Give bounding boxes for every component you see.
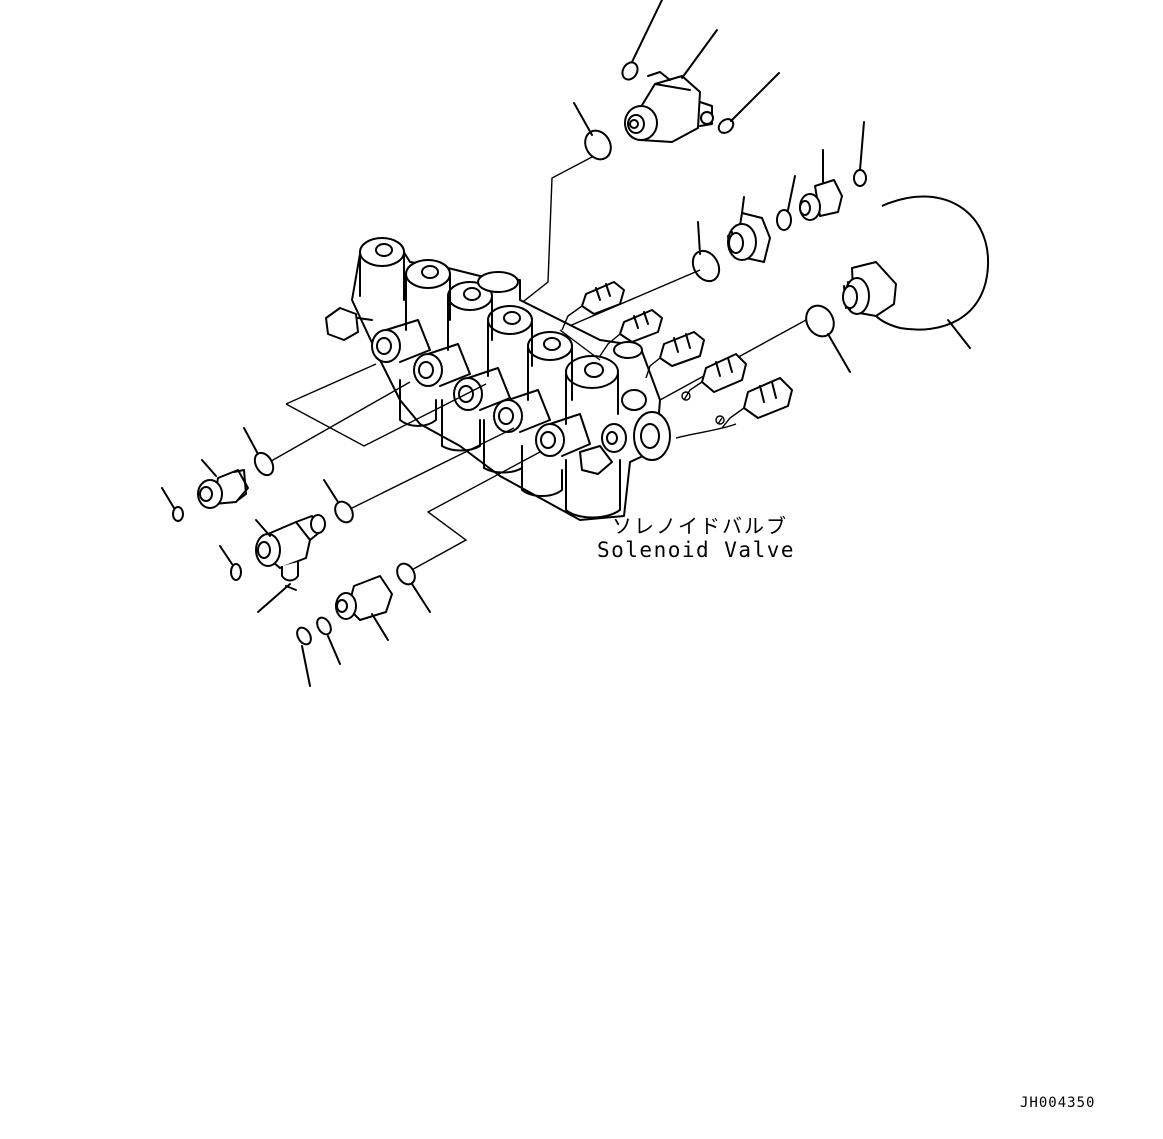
connector-3 [645,331,705,379]
connector-4 [681,353,747,401]
connector-5 [675,377,793,439]
elbow-fitting [255,514,326,582]
solenoid-valve-label-jp: ソレノイドバルブ [612,514,788,538]
o-ring-right-top [853,121,867,187]
o-ring-hex [776,175,796,231]
o-ring-elbow [219,545,242,581]
o-ring-lower-1 [316,616,341,665]
pressure-switch [624,71,714,143]
elbow-leader [257,583,297,613]
pressure-switch-leader [681,29,718,79]
connector-1 [561,281,625,331]
o-ring-left-1 [243,427,275,477]
o-ring-top [621,0,663,81]
o-ring-upper [573,102,612,161]
drawing-number: JH004350 [1020,1095,1096,1111]
o-ring-left-small [161,487,184,522]
o-ring-mid [691,221,721,283]
o-ring-lower-2 [296,626,312,687]
hex-plug [727,196,771,263]
solenoid-valve-body [325,237,671,521]
o-ring-left-2 [323,479,354,524]
fitting-right [799,149,843,221]
o-ring-accumulator [805,304,851,373]
accumulator [842,195,990,349]
o-ring-top-right [717,72,780,134]
straight-fitting-lower [335,575,393,641]
connector-2 [599,309,663,357]
solenoid-valve-label-en: Solenoid Valve [597,538,796,562]
o-ring-lower-right [396,562,431,613]
straight-fitting-left [197,459,249,509]
